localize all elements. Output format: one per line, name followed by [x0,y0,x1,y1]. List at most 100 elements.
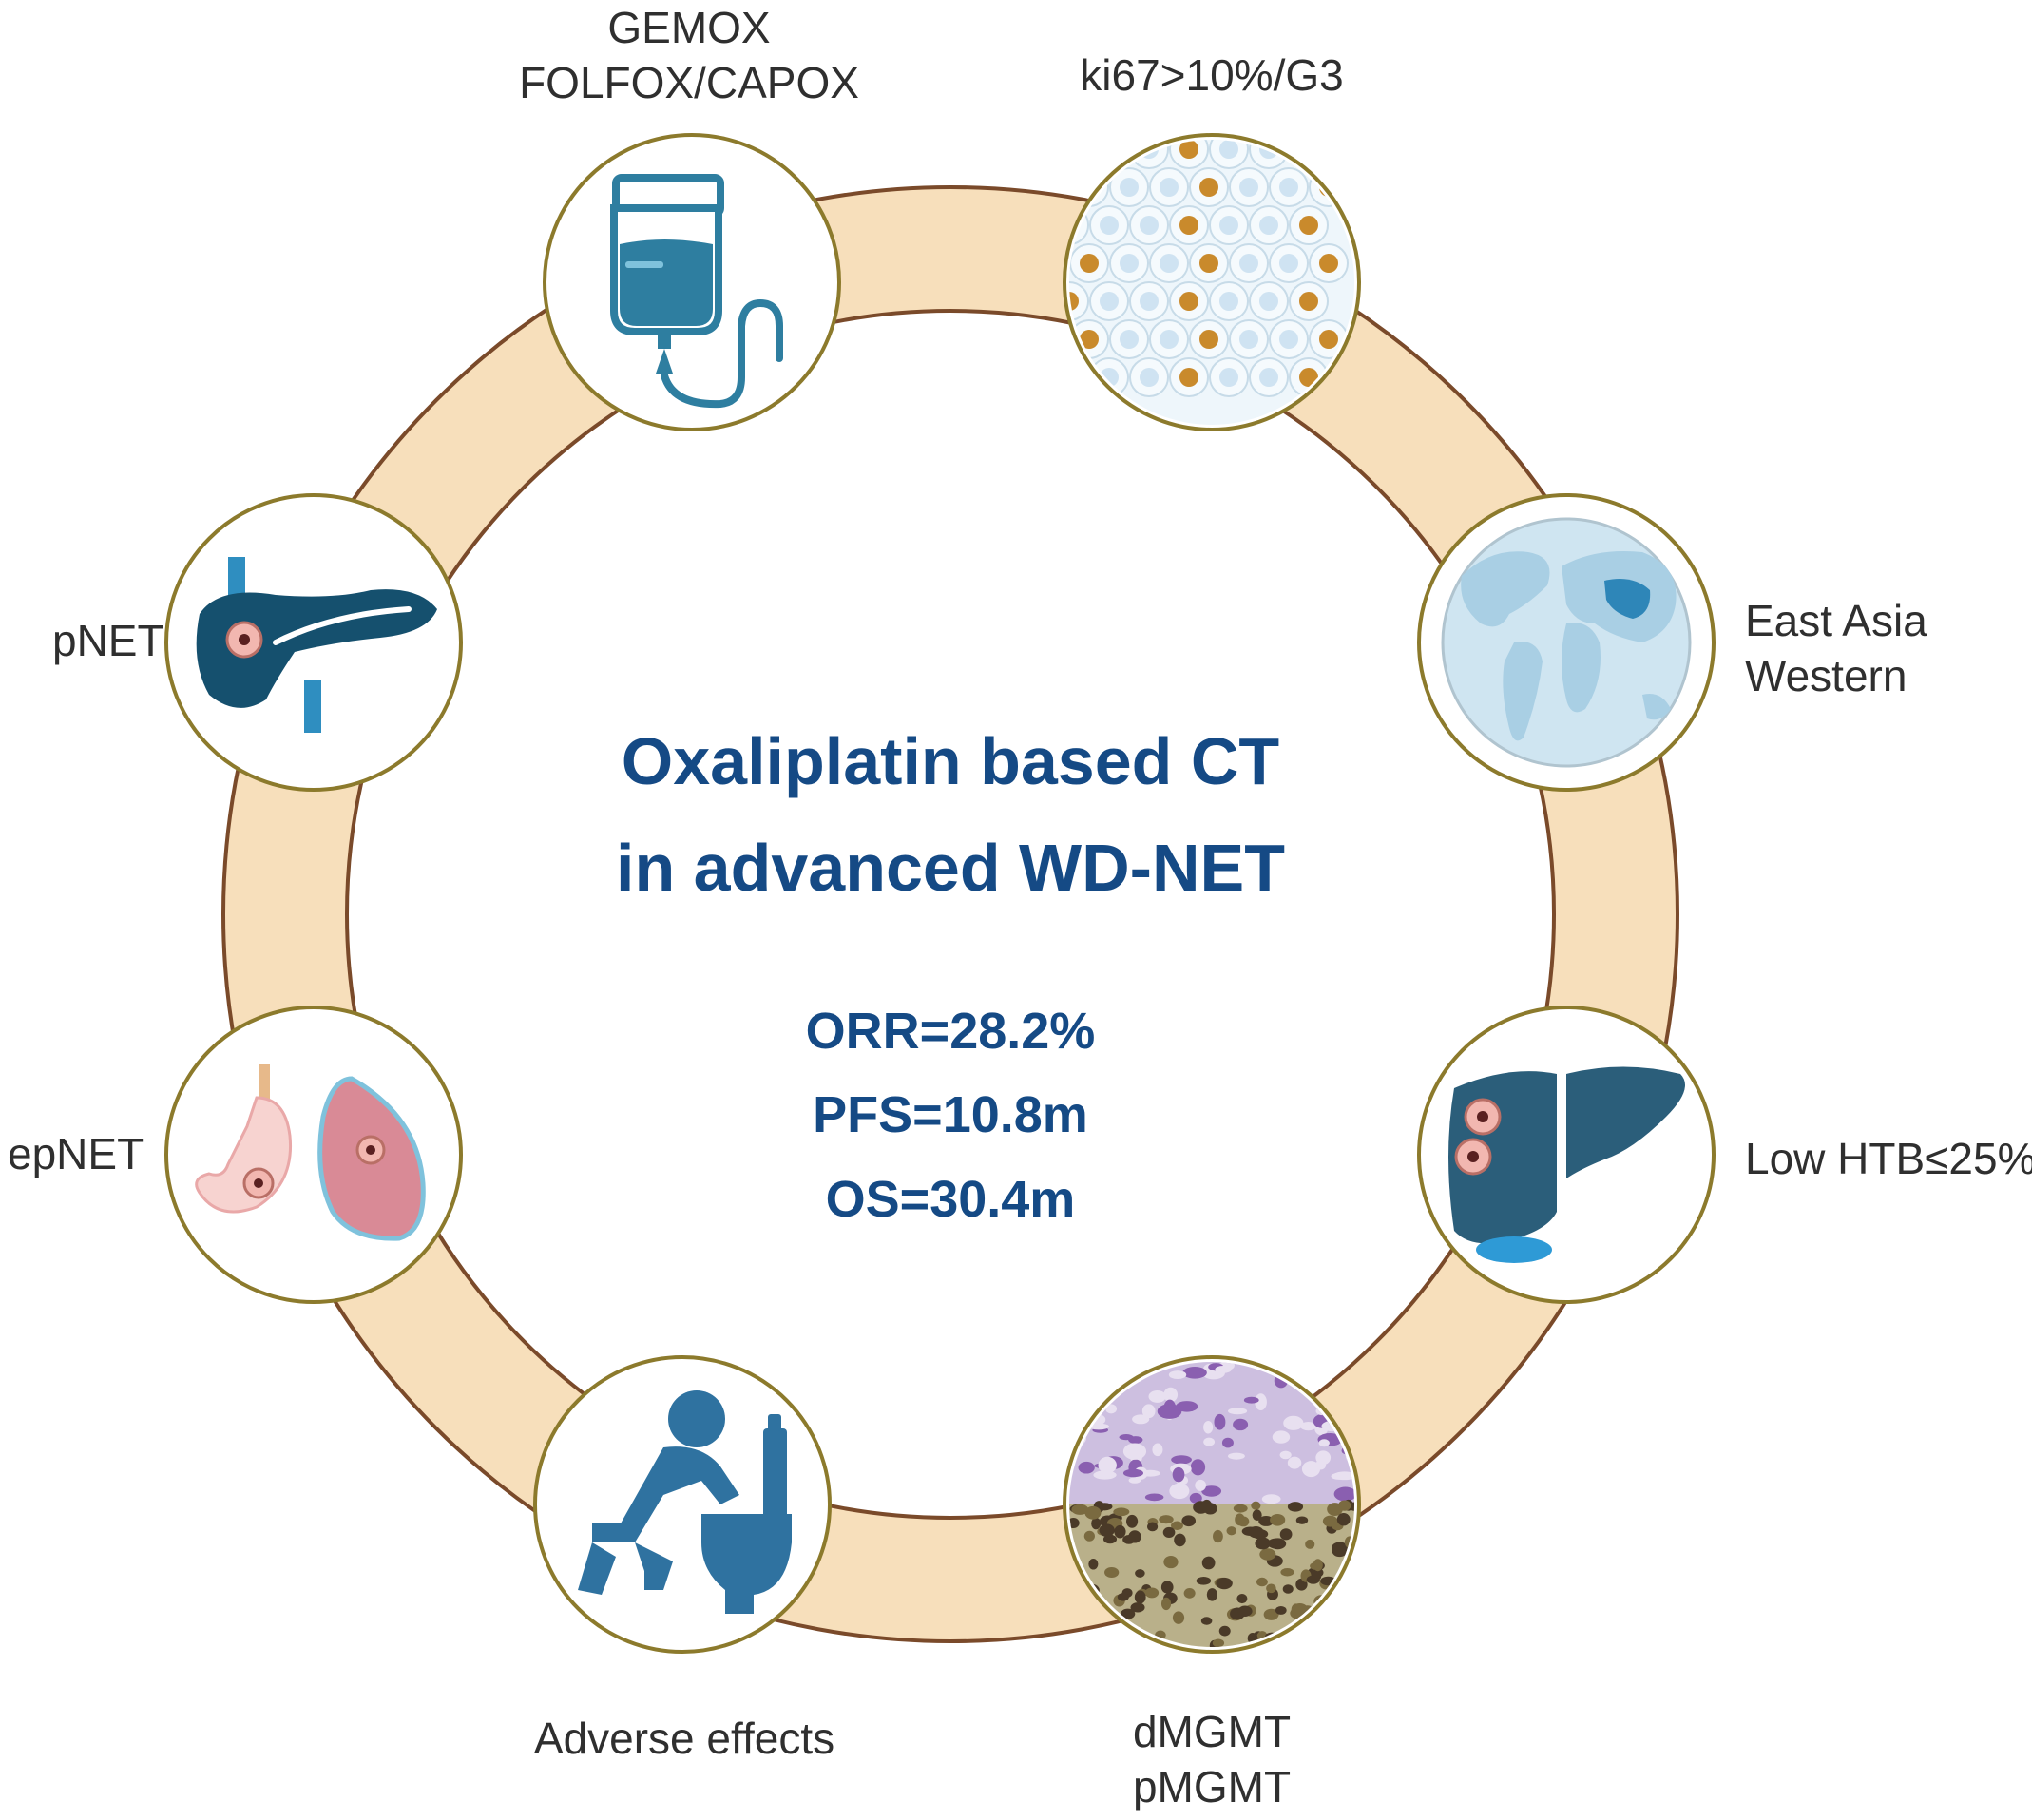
stain-cell [1086,1367,1100,1377]
stain-nucleus [1160,1581,1174,1594]
stat-orr: ORR=28.2% [805,1003,1096,1060]
stain-cell [1301,1461,1321,1478]
cell [1089,140,1129,169]
stain-nucleus [1251,1529,1269,1540]
cell-nucleus [1140,216,1159,235]
cell-nucleus [1299,292,1318,311]
stain-nucleus [1114,1524,1126,1539]
stain-nucleus [1256,1577,1268,1587]
cell-nucleus [1219,216,1238,235]
cell-nucleus [1299,140,1318,159]
stain-nucleus [1099,1523,1115,1537]
stain-cell [1152,1443,1163,1457]
stain-nucleus [1134,1590,1146,1604]
stain-nucleus [1280,1567,1294,1577]
stain-nucleus [1088,1559,1099,1570]
cell-nucleus [1219,140,1238,159]
cell-nucleus [1199,178,1218,197]
stain-nucleus [1275,1605,1287,1615]
stain-cell [1086,1362,1103,1376]
stain-nucleus [1120,1608,1136,1619]
cell-nucleus [1140,292,1159,311]
stain-nucleus [1279,1528,1293,1541]
cell-nucleus [1179,216,1198,235]
stain-cell [1272,1430,1291,1444]
stain-nucleus [1206,1588,1217,1601]
stain-nucleus [1122,1535,1136,1544]
node-region [1417,493,1716,792]
node-epnet [164,1006,463,1304]
stain-cell [1233,1418,1249,1431]
stain-nucleus [1259,1548,1276,1561]
stain-cell [1078,1461,1095,1474]
cell-nucleus [1160,330,1179,349]
stain-cell [1168,1370,1187,1379]
title-line-2: in advanced WD-NET [616,831,1285,905]
cell-nucleus [1080,330,1099,349]
stain-cell [1172,1466,1185,1483]
cell-nucleus [1100,216,1119,235]
cell-nucleus [1069,140,1079,159]
cell-nucleus [1069,292,1079,311]
stain-nucleus [1183,1588,1196,1599]
stain-nucleus [1342,1604,1354,1618]
stain-cell [1255,1393,1267,1411]
stain-cell [1077,1392,1095,1405]
stain-cell [1098,1456,1117,1474]
stain-cell [1069,1408,1081,1419]
cell-nucleus [1239,178,1258,197]
cell-nucleus [1179,368,1198,387]
node-adverse [533,1355,832,1654]
stain-nucleus [1147,1522,1159,1532]
stain-nucleus [1338,1500,1351,1511]
cell-nucleus [1219,292,1238,311]
cell-nucleus [1199,330,1218,349]
stain-nucleus [1312,1616,1325,1628]
cell-nucleus [1279,178,1298,197]
stain-cell [1169,1483,1190,1500]
cell-nucleus [1100,140,1119,159]
stain-nucleus [1181,1515,1197,1527]
stain-nucleus [1212,1638,1225,1647]
stain-cell [1203,1437,1216,1446]
stain-cell [1333,1486,1354,1502]
stat-os: OS=30.4m [825,1171,1076,1228]
stain-cell [1214,1413,1226,1430]
stain-nucleus [1266,1583,1276,1594]
stain-nucleus [1283,1637,1297,1647]
stain-nucleus [1263,1608,1279,1620]
cell-nucleus [1279,330,1298,349]
stain-nucleus [1252,1509,1262,1521]
stain-nucleus [1162,1526,1176,1538]
stain-nucleus [1218,1625,1231,1637]
stain-nucleus [1104,1566,1120,1579]
stain-nucleus [1251,1501,1261,1510]
label-regimen-line2: FOLFOX/CAPOX [519,58,859,107]
stain-cell [1132,1414,1150,1425]
stain-nucleus [1160,1597,1172,1611]
stain-nucleus [1196,1577,1212,1585]
stain-nucleus [1117,1592,1129,1601]
stain-cell [1106,1362,1126,1366]
stain-nucleus [1144,1587,1160,1599]
stain-nucleus [1295,1516,1309,1524]
label-pnet: pNET [52,616,164,665]
cell-nucleus [1069,368,1079,387]
stain-nucleus [1172,1611,1185,1624]
stain-cell [1195,1479,1206,1491]
stain-cell [1105,1404,1118,1414]
cell-nucleus [1160,178,1179,197]
stain-nucleus [1126,1514,1139,1528]
stain-nucleus [1267,1538,1285,1549]
cell-nucleus [1279,254,1298,273]
stain-cell [1141,1404,1156,1419]
stain-nucleus [1171,1521,1183,1531]
stain-nucleus [1213,1529,1223,1543]
stain-cell [1144,1493,1164,1502]
node-regimen [543,133,841,431]
stain-cell [1157,1404,1182,1419]
label-region-line2: Western [1745,651,1907,700]
stain-nucleus [1287,1502,1304,1512]
cell-nucleus [1239,254,1258,273]
stain-cell [1318,1439,1330,1447]
